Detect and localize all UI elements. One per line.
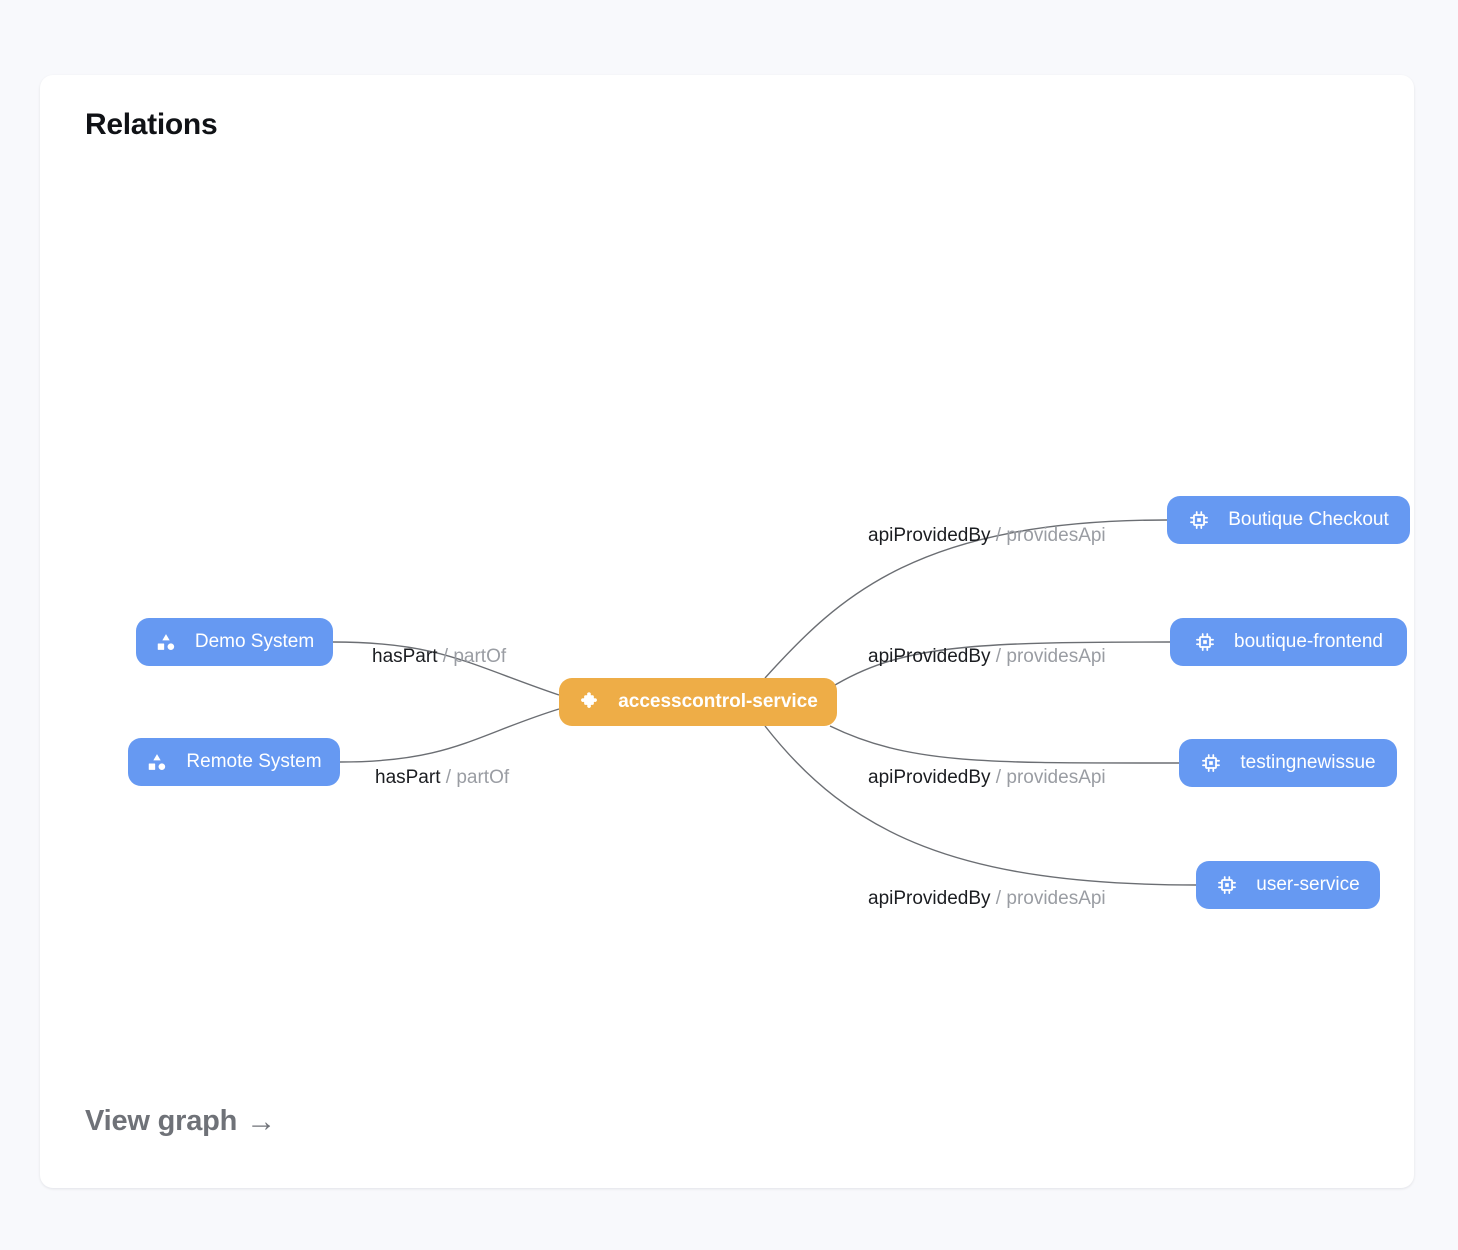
edge-relation-forward: apiProvidedBy — [868, 525, 991, 546]
node-content: boutique-frontend — [1194, 631, 1383, 653]
edge-relation-forward: hasPart — [375, 767, 441, 788]
graph-edge-0 — [332, 641, 560, 696]
graph-node-api-2[interactable]: testingnewissue — [1179, 739, 1397, 787]
node-label: accesscontrol-service — [618, 691, 818, 712]
graph-edge-1 — [339, 708, 560, 763]
graph-node-api-0[interactable]: Boutique Checkout — [1167, 496, 1410, 544]
graph-node-api-3[interactable]: user-service — [1196, 861, 1380, 909]
graph-node-api-1[interactable]: boutique-frontend — [1170, 618, 1407, 666]
edge-relation-reverse: providesApi — [1006, 888, 1106, 909]
edge-label-2: apiProvidedBy / providesApi — [868, 525, 1106, 547]
shapes-icon — [155, 631, 177, 653]
puzzle-icon — [578, 691, 600, 713]
shapes-icon — [146, 751, 168, 773]
edge-relation-forward: apiProvidedBy — [868, 767, 991, 788]
node-label: testingnewissue — [1240, 752, 1376, 773]
edge-relation-forward: apiProvidedBy — [868, 888, 991, 909]
edge-label-4: apiProvidedBy / providesApi — [868, 767, 1106, 789]
node-label: Boutique Checkout — [1228, 509, 1389, 530]
edge-relation-separator: / — [990, 525, 1007, 546]
graph-edge-3 — [829, 641, 1171, 689]
node-content: Demo System — [155, 631, 314, 653]
edge-label-5: apiProvidedBy / providesApi — [868, 888, 1106, 910]
edge-relation-reverse: partOf — [453, 646, 507, 667]
node-content: user-service — [1216, 874, 1360, 896]
edge-relation-separator: / — [990, 767, 1007, 788]
node-label: user-service — [1256, 874, 1360, 895]
edge-relation-separator: / — [437, 646, 454, 667]
node-content: accesscontrol-service — [578, 691, 818, 713]
graph-edge-4 — [829, 725, 1180, 764]
node-label: boutique-frontend — [1234, 631, 1383, 652]
node-label: Remote System — [186, 751, 322, 772]
node-label: Demo System — [194, 631, 315, 652]
edge-relation-reverse: providesApi — [1006, 646, 1106, 667]
chip-icon — [1194, 631, 1216, 653]
edge-relation-reverse: providesApi — [1006, 767, 1106, 788]
edge-label-3: apiProvidedBy / providesApi — [868, 646, 1106, 668]
node-content: Remote System — [146, 751, 322, 773]
graph-node-system-0[interactable]: Demo System — [136, 618, 333, 666]
node-content: testingnewissue — [1200, 752, 1376, 774]
chip-icon — [1188, 509, 1210, 531]
page-title: Relations — [85, 108, 218, 141]
node-content: Boutique Checkout — [1188, 509, 1389, 531]
chip-icon — [1200, 752, 1222, 774]
arrow-right-icon: → — [246, 1104, 276, 1138]
graph-edge-2 — [764, 519, 1168, 679]
edge-relation-forward: hasPart — [372, 646, 438, 667]
edge-relation-separator: / — [990, 888, 1007, 909]
edge-relation-separator: / — [440, 767, 457, 788]
edge-relation-reverse: partOf — [456, 767, 510, 788]
relations-card: Relations accesscontrol-service Demo Syst… — [40, 75, 1414, 1188]
view-graph-label: View graph — [85, 1105, 238, 1137]
graph-node-center[interactable]: accesscontrol-service — [559, 678, 837, 726]
edge-label-1: hasPart / partOf — [375, 767, 509, 789]
edge-relation-reverse: providesApi — [1006, 525, 1106, 546]
chip-icon — [1216, 874, 1238, 896]
graph-node-system-1[interactable]: Remote System — [128, 738, 340, 786]
graph-edge-5 — [764, 725, 1197, 886]
graph-edges — [332, 519, 1197, 886]
edge-relation-separator: / — [990, 646, 1007, 667]
edge-relation-forward: apiProvidedBy — [868, 646, 991, 667]
view-graph-link[interactable]: View graph → — [85, 1105, 276, 1138]
edge-label-0: hasPart / partOf — [372, 646, 506, 668]
